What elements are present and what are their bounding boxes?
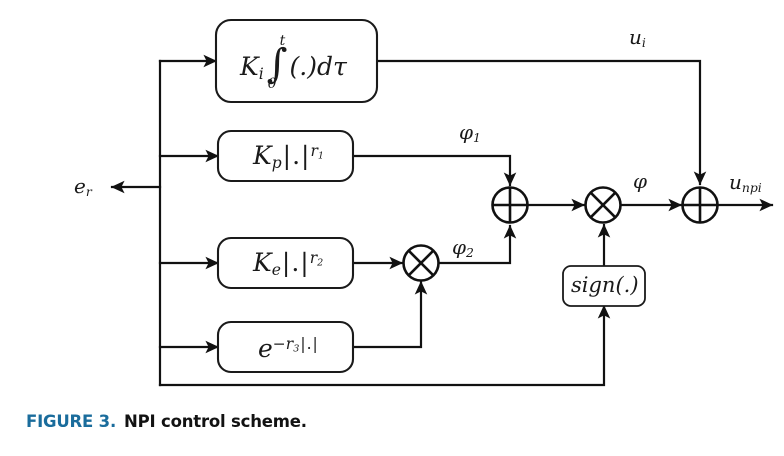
signal-label-phi2: φ2: [452, 235, 474, 261]
block-exponent-gain-label: Ke|.|r2: [253, 248, 324, 280]
wire-feedback-to-sign: [158, 304, 611, 387]
wire-multiplier-to-sum: [437, 224, 517, 265]
block-integral: [214, 18, 379, 104]
block-proportional-gain-sub: p: [271, 154, 282, 173]
block-integral-gain: K: [240, 52, 259, 81]
junction-multiplier-sign: [584, 186, 622, 224]
block-exponent-gain-exp: r: [309, 248, 318, 267]
block-sign-label: sign(.): [571, 273, 639, 297]
block-exponential-exp-sub: 3: [293, 343, 300, 355]
block-exponential-base: e: [258, 334, 273, 363]
wire-exponential-to-multiplier: [351, 280, 428, 349]
signal-label-phi: φ: [633, 169, 648, 193]
block-exponential: [216, 320, 355, 374]
block-integral-integrand: (.)dτ: [289, 52, 347, 81]
signal-label-ui: ui: [629, 25, 646, 51]
integral-sign-icon: t∫0: [266, 33, 288, 92]
signal-label-er: er: [74, 174, 92, 200]
block-sign: [562, 265, 646, 307]
block-exponential-label: e−r3|.|: [258, 334, 318, 363]
figure-caption-label: FIGURE 3.: [26, 412, 117, 431]
signal-label-phi1: φ1: [459, 120, 481, 146]
junction-sum-output: [681, 186, 719, 224]
block-proportional-label: Kp|.|r1: [253, 141, 324, 173]
junction-sum-phi: [491, 186, 529, 224]
integral-upper-limit: t: [279, 33, 286, 49]
wire-proportional-to-sum: [351, 154, 517, 187]
figure-caption-text: NPI control scheme.: [124, 412, 307, 431]
block-exponent-gain-exp-sub: 2: [317, 257, 324, 269]
block-exponent-gain-sub: e: [271, 261, 281, 280]
signal-label-unpi: unpi: [729, 170, 762, 196]
junction-multiplier-lower: [402, 244, 440, 282]
block-proportional-exp: r: [310, 141, 318, 160]
block-exponential-exp: r: [285, 334, 294, 353]
block-proportional-gain: K: [253, 141, 272, 170]
figure-caption: FIGURE 3. NPI control scheme.: [26, 412, 307, 431]
block-proportional: [216, 129, 355, 183]
block-exponent-gain: [216, 236, 355, 290]
integral-lower-limit: 0: [267, 76, 277, 92]
block-exponent-gain-gain: K: [253, 248, 272, 277]
wire-integral-to-sum-output: [375, 59, 707, 186]
block-integral-gain-sub: i: [258, 65, 264, 84]
block-proportional-exp-sub: 1: [317, 150, 324, 162]
